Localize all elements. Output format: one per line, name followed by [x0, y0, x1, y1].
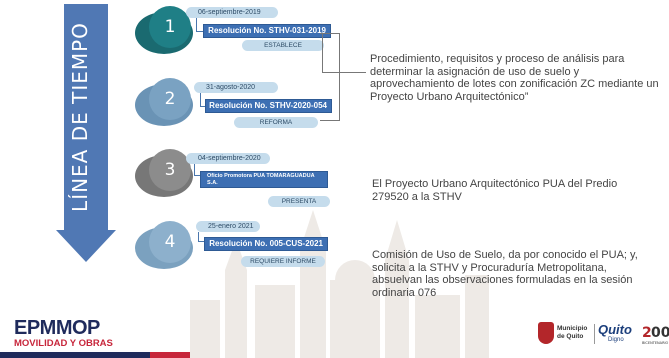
bicentenario-label: BICENTENARIO — [642, 341, 669, 345]
svg-text:00: 00 — [651, 325, 669, 341]
step-1-date: 06-septiembre-2019 — [186, 7, 278, 18]
municipio-label: Municipio de Quito — [557, 325, 588, 340]
step-4-date: 25-enero 2021 — [196, 221, 260, 232]
step-4-marker — [135, 221, 193, 269]
step-1-number: 1 — [164, 17, 176, 37]
step-2-resolution: Resolución No. STHV-2020-054 — [205, 99, 332, 113]
step-4-number: 4 — [164, 232, 176, 252]
quito-logo-text: Quito — [598, 322, 632, 337]
steps-1-2-bracket — [320, 33, 340, 121]
municipio-shield-icon — [538, 322, 554, 344]
step-2-number: 2 — [164, 89, 176, 109]
svg-text:2: 2 — [642, 325, 652, 341]
footer-color-bar — [0, 352, 190, 358]
step-2-date: 31-agosto-2020 — [194, 82, 278, 93]
step-1-resolution: Resolución No. STHV-031-2019 — [203, 24, 331, 38]
description-procedimiento: Procedimiento, requisitos y proceso de a… — [370, 53, 659, 103]
step-2-action: REFORMA — [234, 117, 318, 128]
step-1-marker — [135, 6, 193, 54]
description-pua-predio: El Proyecto Urbano Arquitectónico PUA de… — [372, 178, 618, 203]
step-3-date: 04-septiembre-2020 — [186, 153, 270, 164]
bicentenario-logo-icon: 2 00 BICENTENARIO — [642, 325, 669, 345]
step-3-resolution: Oficio Promotora PUA TOMARAGUADUA S.A. — [200, 171, 328, 188]
quito-logo-subtext: Digno — [608, 337, 624, 343]
step-3-number: 3 — [164, 160, 176, 180]
step-4-connector — [198, 232, 206, 242]
step-2-marker — [135, 78, 193, 126]
step-4-resolution: Resolución No. 005-CUS-2021 — [204, 237, 328, 251]
step-1-action: ESTABLECE — [242, 40, 324, 51]
step-4-action: REQUIERE INFORME — [241, 256, 325, 267]
description-1-connector — [322, 33, 366, 73]
step-1-connector — [196, 18, 206, 32]
step-3-action: PRESENTA — [268, 196, 330, 207]
institutional-logos: Municipio de Quito Quito Digno 2 00 BICE… — [538, 322, 669, 348]
timeline-arrow — [56, 4, 116, 262]
step-3-marker — [135, 149, 193, 197]
epmmop-logo-text: EPMMOP — [14, 317, 100, 339]
step-3-connector — [194, 164, 202, 176]
description-comision: Comisión de Uso de Suelo, da por conocid… — [372, 249, 638, 299]
epmmop-logo: EPMMOP MOVILIDAD Y OBRAS — [14, 318, 113, 349]
logo-divider — [594, 324, 595, 344]
timeline-title: LÍNEA DE TIEMPO — [68, 22, 92, 212]
epmmop-logo-subtitle: MOVILIDAD Y OBRAS — [14, 338, 113, 349]
